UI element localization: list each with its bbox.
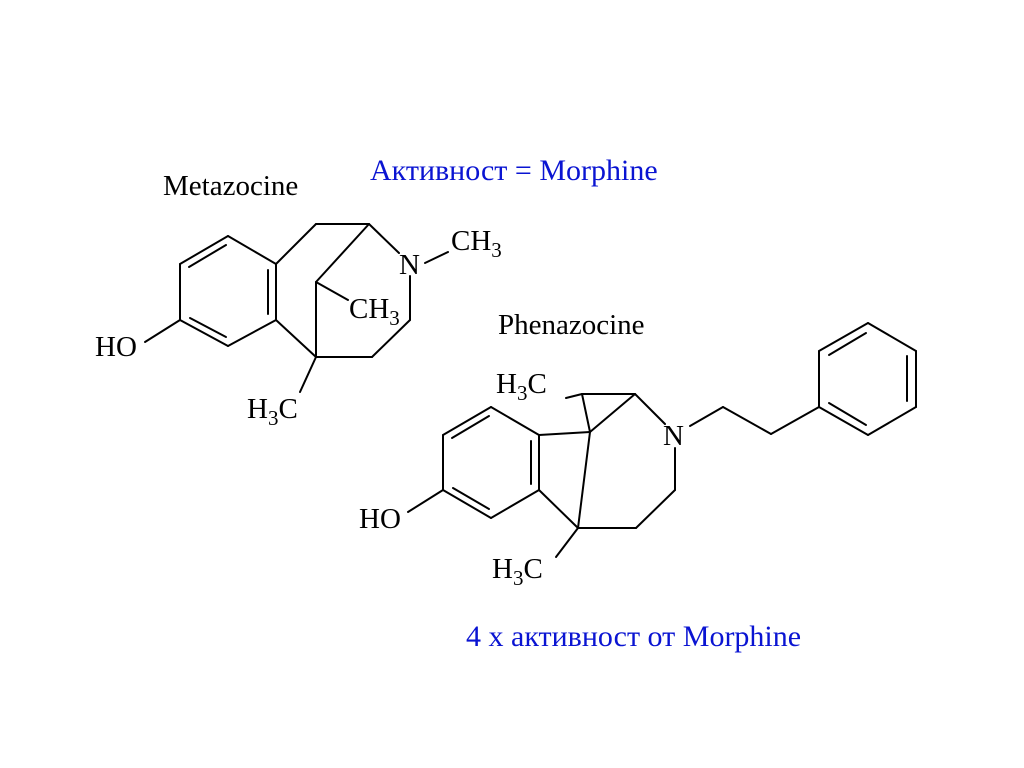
metazocine-benzene-ring bbox=[179, 235, 277, 347]
metazocine-ho-label: HO bbox=[95, 331, 137, 363]
phenazocine-nitrogen-label: N bbox=[663, 420, 684, 452]
metazocine-name: Metazocine bbox=[163, 170, 298, 202]
metazocine-activity: Активност = Morphine bbox=[370, 154, 658, 187]
metazocine-structure: Metazocine Активност = Morphine HO bbox=[95, 154, 658, 430]
phenazocine-quaternary-methyl-label: H3C bbox=[492, 553, 543, 590]
phenazocine-structure: Phenazocine 4 x активност от Morphine HO bbox=[359, 309, 917, 653]
phenazocine-activity: 4 x активност от Morphine bbox=[466, 620, 801, 653]
phenazocine-phenyl-ring bbox=[818, 322, 917, 436]
metazocine-n-methyl-label: CH3 bbox=[451, 225, 502, 262]
metazocine-ho-bond bbox=[144, 319, 181, 343]
metazocine-nitrogen-label: N bbox=[399, 249, 420, 281]
phenazocine-name: Phenazocine bbox=[498, 309, 645, 341]
phenazocine-phenethyl-chain bbox=[689, 406, 820, 435]
metazocine-quaternary-methyl-label: H3C bbox=[247, 393, 298, 430]
phenazocine-top-methyl-label: H3C bbox=[496, 368, 547, 405]
phenazocine-benzene-ring bbox=[442, 406, 540, 519]
metazocine-bridge-bonds bbox=[275, 223, 449, 393]
phenazocine-bridge-bonds bbox=[538, 393, 676, 558]
metazocine-bridge-methyl-label: CH3 bbox=[349, 293, 400, 330]
phenazocine-ho-bond bbox=[407, 489, 444, 513]
phenazocine-ho-label: HO bbox=[359, 503, 401, 535]
